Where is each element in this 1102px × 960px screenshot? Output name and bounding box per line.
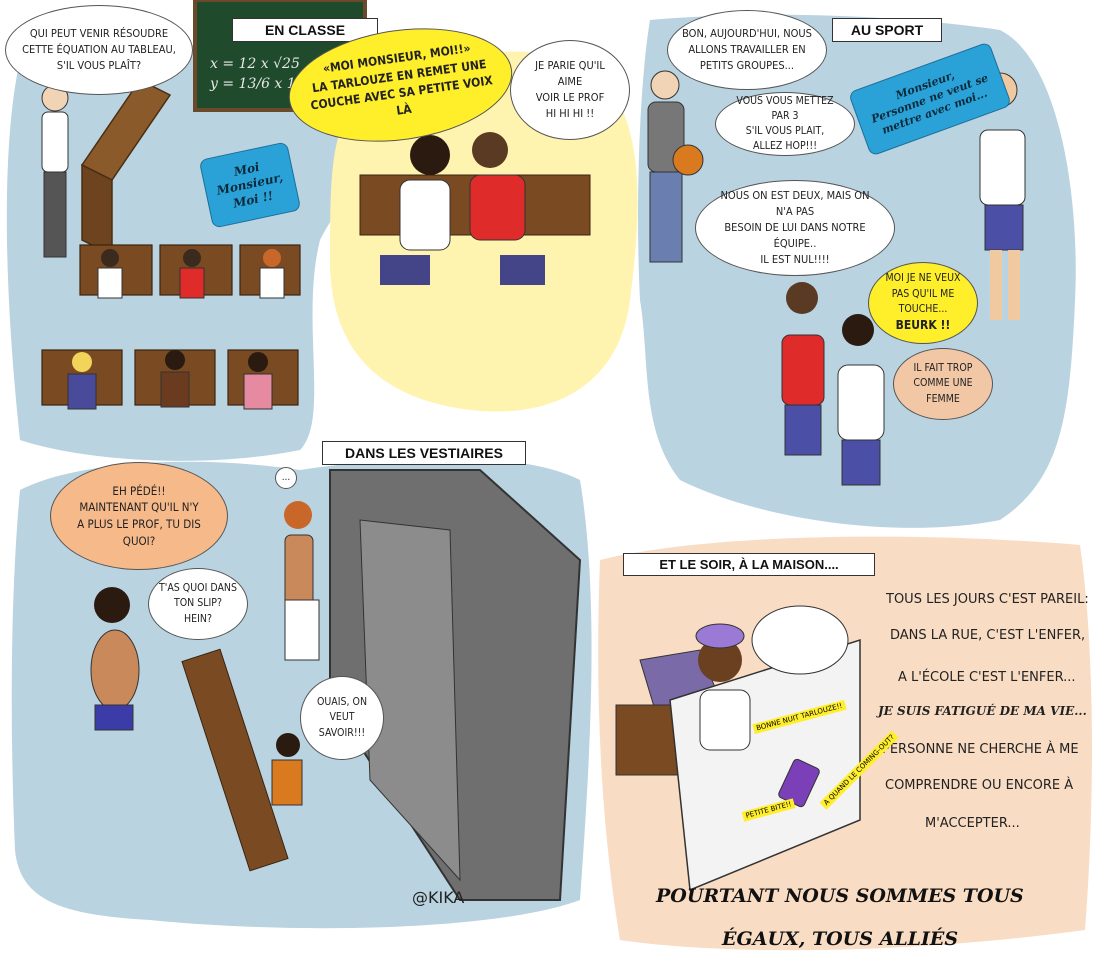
- insult-orange-bubble: Eh PÉDÉ!! maintenant qu'il n'y a plus le…: [50, 462, 228, 570]
- conclusion-line-1: POURTANT NOUS SOMMES TOUS: [656, 885, 1024, 907]
- artist-signature: @KIKA: [412, 888, 465, 907]
- narration-line-3: a l'école c'est l'enfer...: [898, 670, 1076, 685]
- refuse-touch-bubble: Moi je ne veux pas qu'il me touche... BE…: [868, 262, 978, 344]
- narration-line-6: comprendre ou encore à: [885, 778, 1074, 793]
- two-boys-figure: [781, 282, 885, 486]
- narration-line-5: personne ne cherche à me: [882, 742, 1079, 757]
- coach-speech-bubble-1: Bon, aujourd'hui, nous allons travailler…: [667, 10, 827, 90]
- narration-line-4: Je suis fatigué de ma vie...: [878, 704, 1087, 718]
- femme-bubble: Il fait trop comme une femme: [893, 348, 993, 420]
- teacher-speech-bubble: Qui peut venir résoudre cette équation a…: [5, 5, 193, 95]
- equation-line-1: x = 12 x √25: [210, 56, 300, 72]
- caption-le-soir: ET LE SOIR, À LA MAISON....: [623, 553, 875, 576]
- ouais-bubble: Ouais, on veut savoir!!!: [300, 676, 384, 760]
- locker-boys: [90, 501, 320, 806]
- silent-dots-bubble: ...: [275, 467, 297, 489]
- refuse-touch-text: Moi je ne veux pas qu'il me touche...: [885, 272, 961, 315]
- teacher-figure: [41, 84, 69, 258]
- teacher-desk-side: [81, 163, 113, 257]
- whisper-bubble: Je parie qu'il aime voir le prof HI HI H…: [510, 40, 630, 140]
- caption-vestiaires: DANS LES VESTIAIRES: [322, 441, 526, 465]
- red-boy-speech-bubble: Nous on est DEUX, mais on n'a pas besoin…: [695, 180, 895, 276]
- caption-au-sport: AU SPORT: [832, 18, 942, 42]
- slip-question-bubble: T'as quoi dans ton slip? Hein?: [148, 568, 248, 640]
- lockers: [329, 469, 582, 901]
- bedroom-art: [615, 605, 861, 892]
- coach-figure: [647, 70, 704, 263]
- hugging-boys: [359, 132, 591, 285]
- coach-speech-bubble-2: Vous vous mettez par 3 s'il vous plait, …: [715, 92, 855, 156]
- sad-boy-figure: [979, 72, 1026, 320]
- students: [67, 249, 285, 410]
- conclusion-line-2: ÉGAUX, TOUS ALLIÉS: [722, 928, 959, 950]
- narration-line-7: m'accepter...: [925, 816, 1020, 831]
- narration-line-1: Tous les jours c'est pareil:: [886, 592, 1089, 607]
- narration-line-2: dans la rue, c'est l'enfer,: [890, 628, 1086, 643]
- locker-bench: [181, 648, 289, 872]
- caption-en-classe: EN CLASSE: [232, 18, 378, 42]
- refuse-touch-emphasis: BEURK !!: [895, 318, 951, 333]
